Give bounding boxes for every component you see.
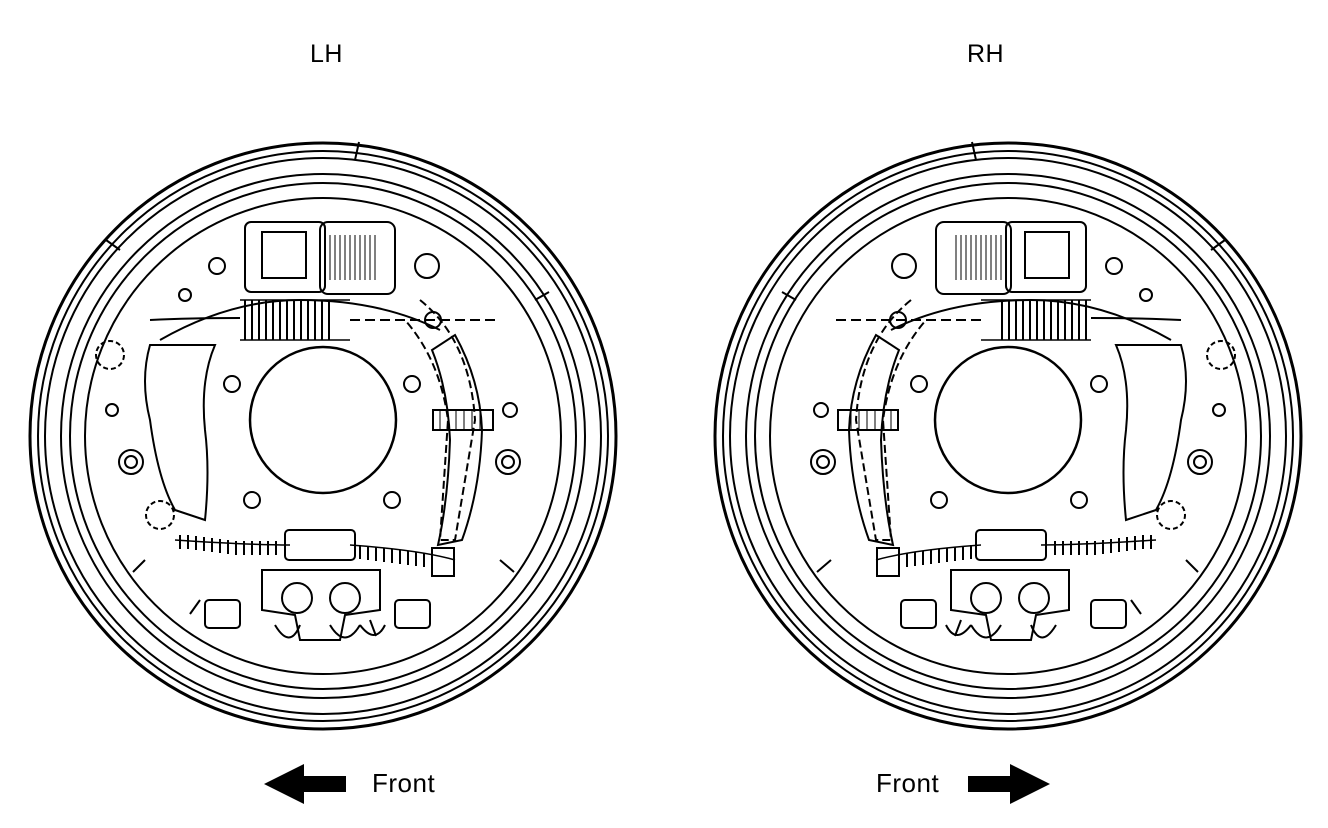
- lh-panel: LH: [28, 40, 618, 804]
- right-arrow-icon: [968, 764, 1050, 804]
- hub-bolt-2: [403, 375, 421, 393]
- backing-plate-rim: [769, 197, 1247, 675]
- hub-center-hole: [933, 345, 1083, 495]
- anchor-pin-2: [329, 582, 361, 614]
- upper-return-spring: [244, 300, 330, 340]
- wheel-cylinder: [319, 221, 396, 295]
- anchor-pin-1: [281, 582, 313, 614]
- rear-pin-dashed: [95, 340, 125, 370]
- rear-shoe: [144, 344, 217, 522]
- parking-cable: [149, 317, 241, 321]
- lh-front-label: Front: [372, 768, 436, 798]
- lh-side-label: LH: [310, 40, 343, 68]
- backing-plate-rim: [84, 197, 562, 675]
- hub-center-hole: [248, 345, 398, 495]
- hub-bolt-1: [223, 375, 241, 393]
- rh-front-label: Front: [876, 768, 940, 798]
- rim-notches: [105, 141, 550, 637]
- drum-ring-5: [69, 182, 577, 690]
- parking-brake-lever: [404, 299, 477, 541]
- rear-anchor-bolt: [118, 449, 144, 475]
- drum-ring-3: [44, 157, 602, 715]
- lever-spring-clip: [432, 409, 494, 431]
- left-arrow-icon: [264, 764, 346, 804]
- spring-hook: [431, 547, 455, 577]
- drum-outer-ring: [713, 141, 1303, 731]
- rh-brake-assembly-drawing: [713, 141, 1303, 731]
- lower-return-spring-right: [359, 545, 425, 567]
- lower-anchor-plate: [261, 569, 381, 641]
- front-anchor-bolt: [495, 449, 521, 475]
- rh-side-label: RH: [967, 40, 1005, 68]
- hub-bolt-4: [383, 491, 401, 509]
- wheel-cylinder-ribs: [324, 235, 376, 280]
- rh-panel: RH: [664, 0, 1328, 828]
- hold-down-springs: [274, 624, 386, 639]
- hub-bolt-3: [243, 491, 261, 509]
- bleeder-screw: [414, 253, 440, 279]
- drum-ring-2: [37, 150, 609, 722]
- drum-ring-4: [60, 173, 586, 699]
- lower-return-spring-left: [179, 535, 277, 555]
- drum-outer-ring: [28, 141, 618, 731]
- lh-brake-assembly-drawing: [28, 141, 618, 731]
- adjuster-block: [261, 231, 307, 279]
